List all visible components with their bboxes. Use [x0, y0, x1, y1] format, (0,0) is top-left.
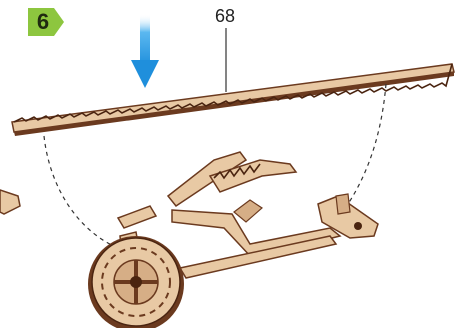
partial-part-left [0, 190, 20, 214]
gear-wheel-part [88, 236, 184, 328]
dashed-guide-left [44, 136, 118, 248]
step-number: 6 [28, 6, 58, 38]
down-arrow-icon [131, 14, 159, 88]
part-number-label: 68 [208, 4, 242, 28]
dashed-guide-right [348, 84, 386, 204]
rack-part [12, 64, 454, 136]
